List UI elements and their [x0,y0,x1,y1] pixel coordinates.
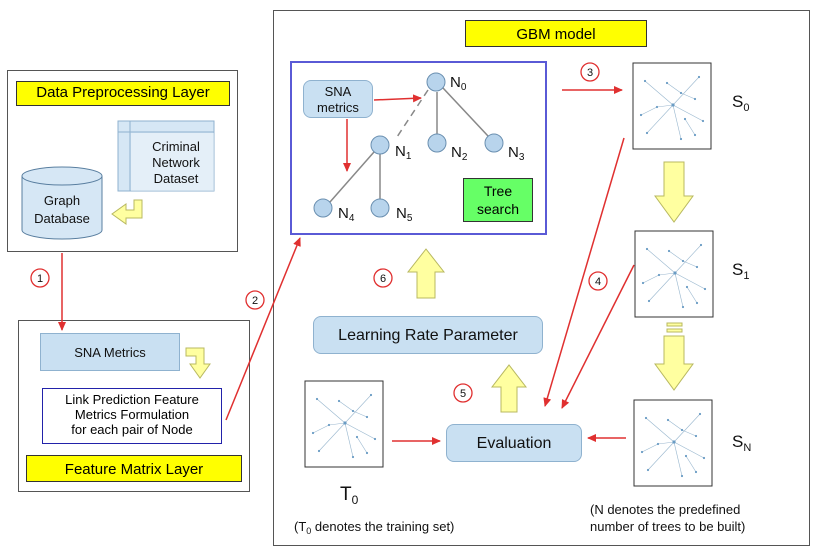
data-preprocessing-layer-title: Data Preprocessing Layer [16,81,230,106]
tree-search-line: search [476,201,520,217]
learning-rate-to-tree-block-arrow [406,248,446,299]
link-prediction-box: Link Prediction Feature Metrics Formulat… [42,388,222,444]
tree-node-label-base: N [396,205,407,222]
tree-node-label: N1 [395,143,412,162]
link-prediction-line: Link Prediction Feature [65,392,199,407]
tree-node-label-sub: 5 [407,213,413,224]
training-set-label-base: T [340,484,352,505]
link-prediction-line: Metrics Formulation [74,407,190,422]
s0-to-s1-block-arrow [654,161,694,223]
gbm-model-title: GBM model [465,20,647,47]
tree-node-label: N4 [338,205,355,224]
stage-label-sub: 0 [743,102,749,114]
step-number: 1 [37,273,43,285]
link-prediction-line: for each pair of Node [71,422,193,437]
sna-metrics-node: SNA metrics [303,80,373,118]
sna-metrics-node-line: SNA [324,84,352,99]
step-number: 2 [252,295,258,307]
s1-to-sn-block-arrow [654,322,694,391]
step-number: 3 [587,67,593,79]
stage-label: S1 [732,260,749,282]
learning-rate-parameter-box: Learning Rate Parameter [313,316,543,354]
step-number: 4 [595,276,601,288]
n-note-line: (N denotes the predefined [590,502,740,517]
training-set-label-sub: 0 [352,493,359,507]
tree-node-label: N2 [451,144,468,163]
stage-label-sub: 1 [743,270,749,282]
step-marker: 2 [245,290,265,310]
training-set-note-part: (T [294,519,306,534]
s0-to-evaluation-arrow [543,137,625,407]
step-marker: 1 [30,268,50,288]
tree-node-n4 [313,198,333,218]
tree-search-line: Tree [483,183,513,199]
step-number: 6 [380,273,386,285]
s1-to-evaluation-arrow [561,264,635,409]
stage-label: S0 [732,92,749,114]
tree-edges [329,87,489,203]
sna-to-n0-arrow [373,94,422,103]
tree-node-n3 [484,133,504,153]
database-label-line: Graph [44,193,80,208]
tree-node-label-sub: 3 [519,152,525,163]
tree-node-label: N3 [508,144,525,163]
feature-to-gbm-arrow [225,237,301,421]
stage-sn-network [633,399,713,487]
dataset-to-database-arrow [111,199,143,225]
tree-node-label: N5 [396,205,413,224]
tree-node-label-base: N [451,144,462,161]
tree-node-n5 [370,198,390,218]
stage-label-base: S [732,260,743,279]
dataset-label-line: Dataset [154,171,199,186]
tree-search-label: Tree search [463,178,533,222]
stage-label-sub: N [743,442,751,454]
training-set-note-part: denotes the training set) [311,519,454,534]
tree-node-label: N0 [450,74,467,93]
step-number: 5 [460,388,466,400]
training-set-note-sub: 0 [306,526,311,536]
dataset-label-line: Network [152,155,200,170]
tree-node-label-sub: 4 [349,213,355,224]
step-marker: 3 [580,62,600,82]
stage-label-base: S [732,92,743,111]
training-set-note: (T0 denotes the training set) [294,519,454,536]
training-set-network [304,380,384,468]
stage-label: SN [732,432,751,454]
tree-node-label-base: N [450,74,461,91]
step-marker: 6 [373,268,393,288]
n-note-line: number of trees to be built) [590,519,745,534]
step-marker: 4 [588,271,608,291]
tree-node-n2 [427,133,447,153]
tree-node-n1 [370,135,390,155]
tree-node-label-sub: 2 [462,152,468,163]
database-label-line: Database [34,211,90,226]
sna-to-link-prediction-arrow [185,347,211,379]
tree-node-label-base: N [338,205,349,222]
tree-node-label-base: N [395,143,406,160]
tree-node-label-base: N [508,144,519,161]
step-marker: 5 [453,383,473,403]
sna-metrics-box: SNA Metrics [40,333,180,371]
criminal-network-dataset-table [117,120,215,192]
tree-node-label-sub: 0 [461,82,467,93]
evaluation-box: Evaluation [446,424,582,462]
graph-database-cylinder [21,166,103,240]
tree-node-label-sub: 1 [406,151,412,162]
dataset-label-line: Criminal [152,139,200,154]
stage-label-base: S [732,432,743,451]
sna-metrics-node-line: metrics [317,100,359,115]
tree-node-n0 [426,72,446,92]
evaluation-to-learning-rate-block-arrow [490,364,528,413]
training-set-label: T0 [340,484,359,507]
stage-s0-network [632,62,712,150]
stage-s1-network [634,230,714,318]
feature-matrix-layer-title: Feature Matrix Layer [26,455,242,482]
